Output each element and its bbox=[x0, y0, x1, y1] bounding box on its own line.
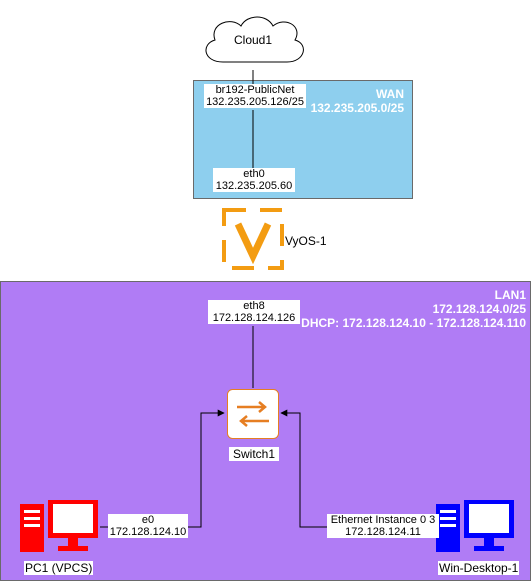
router-label: VyOS-1 bbox=[285, 234, 327, 248]
lan-dhcp: DHCP: 172.128.124.10 - 172.128.124.110 bbox=[301, 316, 526, 330]
eth0-name: eth0 bbox=[243, 168, 265, 180]
vyos-icon bbox=[222, 208, 284, 270]
cloud-node[interactable]: Cloud1 bbox=[195, 10, 311, 72]
pc-icon bbox=[20, 500, 98, 552]
switch-node[interactable] bbox=[227, 389, 279, 439]
eth8-label: eth8 172.128.124.126 bbox=[208, 300, 300, 324]
lan-zone-title: LAN1 172.128.124.0/25 DHCP: 172.128.124.… bbox=[301, 288, 526, 330]
lan-title: LAN1 bbox=[494, 288, 526, 302]
wire-pc1-switch bbox=[100, 409, 225, 528]
win-node[interactable] bbox=[436, 498, 516, 556]
lan-subnet: 172.128.124.0/25 bbox=[432, 302, 526, 316]
bridge-ip: 132.235.205.126/25 bbox=[206, 96, 304, 108]
bridge-name: br192-PublicNet bbox=[215, 84, 295, 96]
eth8-ip: 172.128.124.126 bbox=[212, 312, 296, 324]
win-if-ip: 172.128.124.11 bbox=[345, 526, 421, 538]
eth0-ip: 132.235.205.60 bbox=[215, 180, 293, 192]
win-if-label: Ethernet Instance 0 3 172.128.124.11 bbox=[327, 514, 439, 538]
switch-label: Switch1 bbox=[229, 447, 279, 461]
pc1-if-ip: 172.128.124.10 bbox=[109, 526, 187, 538]
pc1-if-label: e0 172.128.124.10 bbox=[108, 514, 188, 538]
pc1-label: PC1 (VPCS) bbox=[24, 561, 94, 575]
pc1-node[interactable] bbox=[20, 498, 100, 556]
router-node[interactable] bbox=[222, 208, 284, 270]
wan-title: WAN bbox=[376, 87, 404, 101]
wire-win-switch bbox=[280, 409, 430, 528]
wan-subnet: 132.235.205.0/25 bbox=[310, 101, 404, 115]
pc1-if-name: e0 bbox=[141, 514, 155, 526]
desktop-icon bbox=[436, 500, 514, 552]
switch-icon bbox=[227, 389, 279, 439]
win-if-name: Ethernet Instance 0 3 bbox=[330, 514, 436, 526]
cloud-label: Cloud1 bbox=[233, 33, 273, 47]
bridge-label: br192-PublicNet 132.235.205.126/25 bbox=[204, 84, 306, 108]
win-label: Win-Desktop-1 bbox=[438, 561, 520, 575]
wan-zone-title: WAN 132.235.205.0/25 bbox=[311, 87, 404, 115]
cloud-icon bbox=[205, 16, 304, 63]
eth8-name: eth8 bbox=[243, 300, 265, 312]
eth0-label: eth0 132.235.205.60 bbox=[213, 168, 295, 192]
